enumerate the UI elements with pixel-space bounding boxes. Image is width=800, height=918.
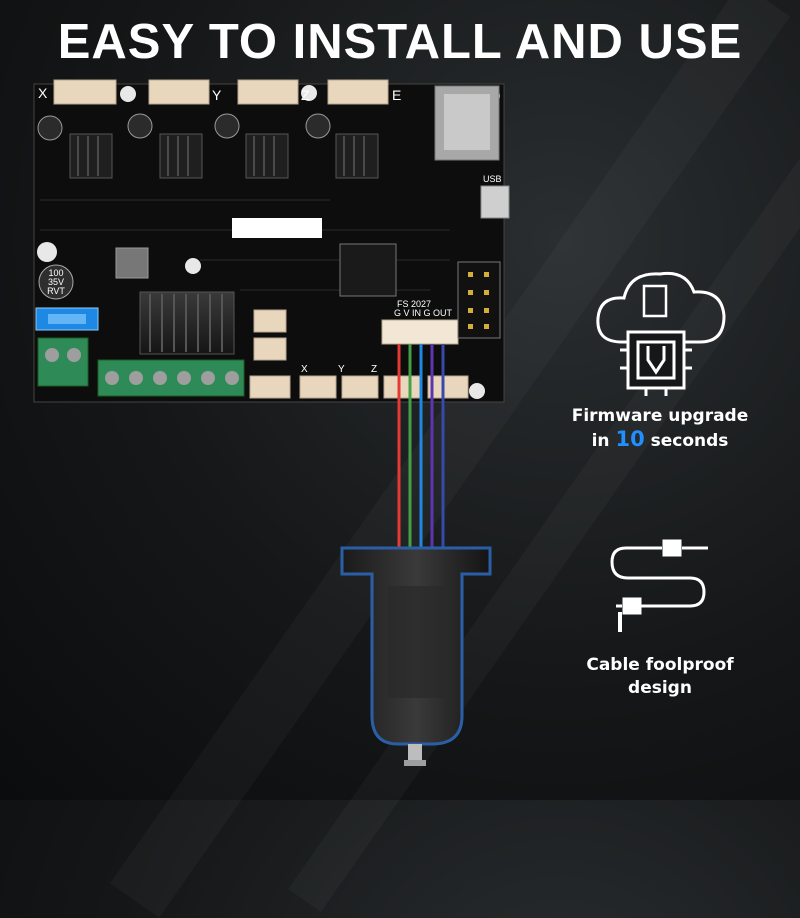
capacitor-text: RVT [47,286,65,296]
probe-connector [381,319,459,345]
power-terminal [37,337,89,387]
inductor [115,247,149,279]
cloud-chip-upgrade-icon [596,271,726,396]
axis-label-e: E [392,87,401,103]
heater-terminal-block [97,359,245,397]
mcu-chip [339,243,397,297]
axis-label-z: Z [301,87,310,103]
usb-port [480,185,510,219]
board-label [232,218,322,238]
feature-firmware-line2: in 10 seconds [591,427,729,452]
endstop-connectors [249,375,469,399]
connector-label: G V IN G OUT [394,308,453,318]
capacitors [37,113,331,141]
capacitor-text: 35V [48,277,64,287]
chip-text: FS 2027 [397,299,431,309]
usb-label: USB [483,174,502,184]
probe-wires [397,344,445,552]
pin-header [457,261,501,339]
motor-connectors [53,79,389,105]
port-label-z: Z [371,364,377,375]
feature-cable-foolproof: Cable foolproof design [560,654,760,700]
feature-firmware-line1: Firmware upgrade [571,406,749,426]
axis-label-y: Y [212,87,222,103]
highlight-ten: 10 [615,427,645,451]
fan-connectors [253,309,287,361]
feature-cable-line1: Cable foolproof [586,655,734,675]
capacitor-text: 100 [48,268,63,278]
probe-sensor [340,546,492,766]
feature-firmware-upgrade: Firmware upgrade in 10 seconds [560,405,760,453]
cable-plug-icon [610,539,708,632]
port-label-x: X [301,364,308,375]
headline: EASY TO INSTALL AND USE [57,15,743,69]
mount-holes [37,85,500,399]
axis-label-x: X [38,85,48,101]
port-label-y: Y [338,364,345,375]
product-illustration: X Y Z E 100 35V RVT USB FS 2027 [33,79,726,766]
feature-cable-line2: design [628,678,692,698]
bulk-capacitor [38,264,74,300]
